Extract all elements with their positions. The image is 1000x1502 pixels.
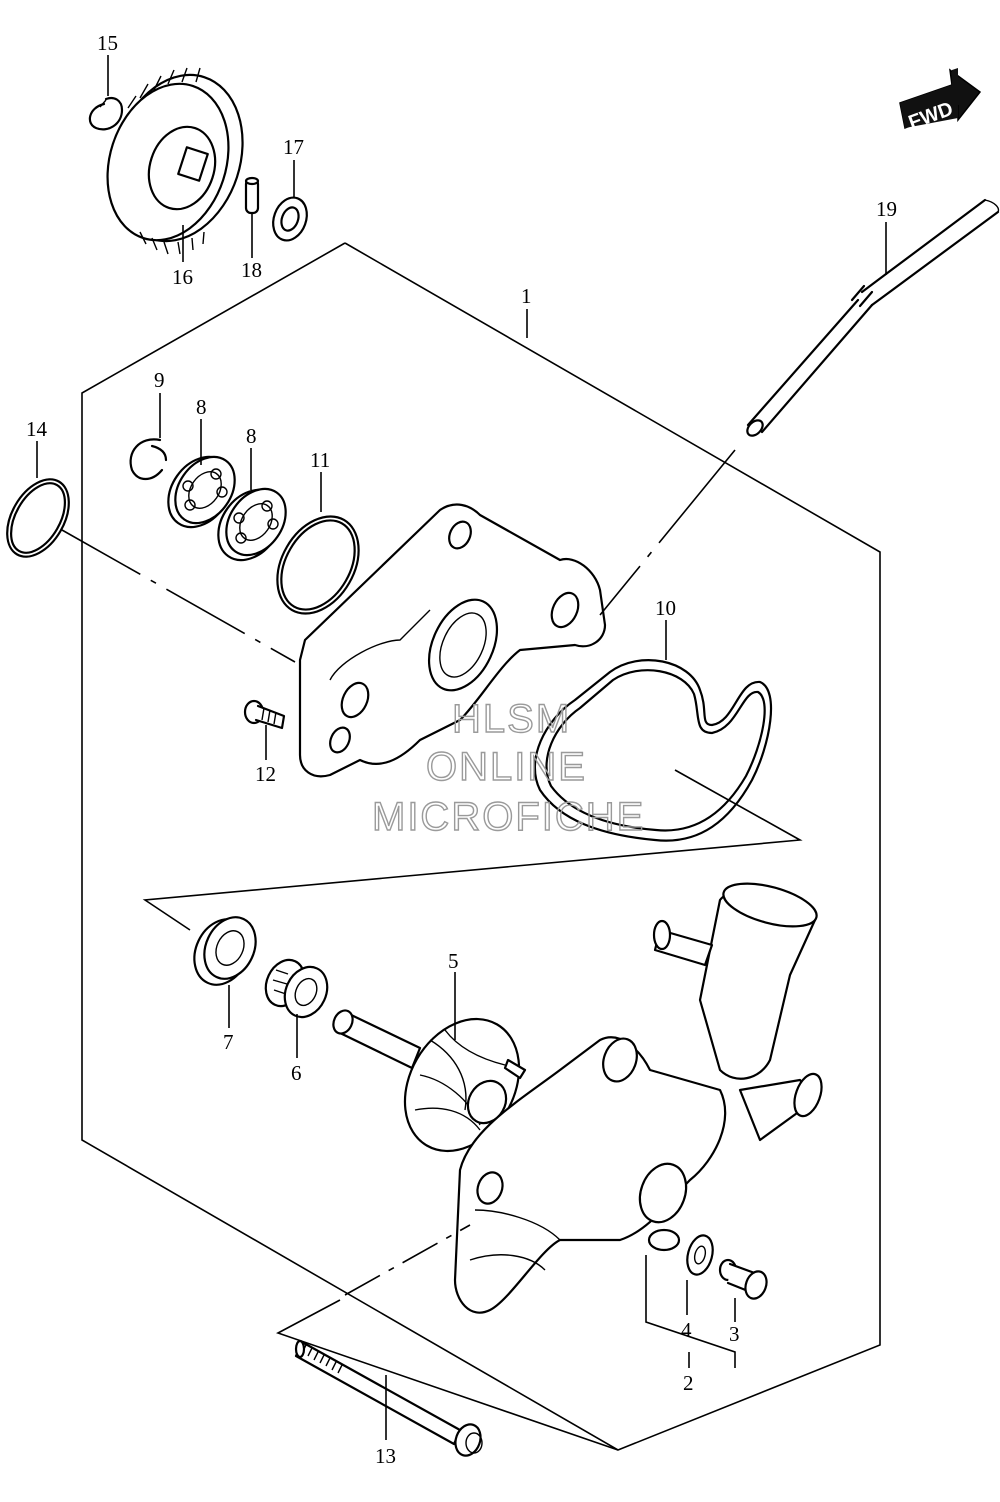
callout-14: 14 bbox=[26, 417, 48, 441]
part-9-circlip bbox=[129, 438, 168, 481]
callout-15: 15 bbox=[97, 31, 118, 55]
callout-7: 7 bbox=[223, 1030, 234, 1054]
part-18-pin bbox=[244, 176, 260, 215]
part-15-circlip bbox=[88, 96, 124, 131]
pump-body bbox=[453, 882, 823, 1314]
callout-8a: 8 bbox=[196, 395, 207, 419]
callout-12: 12 bbox=[255, 762, 276, 786]
watermark-line-3: MICROFICHE bbox=[372, 795, 645, 839]
leader-lines bbox=[36, 55, 887, 1451]
watermark: HLSM ONLINE MICROFICHE bbox=[371, 696, 645, 839]
callout-18: 18 bbox=[241, 258, 262, 282]
callout-5: 5 bbox=[448, 949, 459, 973]
watermark-line-2: ONLINE bbox=[426, 745, 587, 789]
callout-10: 10 bbox=[655, 596, 676, 620]
part-8-bearing-a bbox=[167, 455, 236, 529]
part-12-screw bbox=[243, 699, 286, 730]
callout-4: 4 bbox=[681, 1318, 692, 1342]
part-11-o-ring bbox=[276, 515, 360, 615]
fwd-arrow: FWD bbox=[899, 68, 982, 134]
part-19-hose bbox=[746, 198, 1000, 437]
callout-17: 17 bbox=[283, 135, 304, 159]
part-16-gear bbox=[106, 67, 244, 255]
callout-9: 9 bbox=[154, 368, 165, 392]
part-8-bearing-b bbox=[217, 487, 287, 562]
callout-6: 6 bbox=[291, 1061, 302, 1085]
callout-3: 3 bbox=[729, 1322, 740, 1346]
callout-1: 1 bbox=[521, 284, 532, 308]
callout-2: 2 bbox=[683, 1371, 694, 1395]
part-5-impeller-shaft bbox=[332, 1009, 527, 1153]
callout-labels: 15 16 18 17 1 19 14 9 8 8 11 10 12 5 7 6… bbox=[26, 31, 897, 1468]
part-4-washer bbox=[686, 1234, 714, 1276]
part-13-long-bolt bbox=[294, 1339, 483, 1457]
callout-13: 13 bbox=[375, 1444, 396, 1468]
callout-19: 19 bbox=[876, 197, 897, 221]
callout-11: 11 bbox=[310, 448, 330, 472]
part-6-mechanical-seal bbox=[264, 958, 329, 1019]
part-7-oil-seal bbox=[193, 916, 257, 986]
part-3-bolt bbox=[718, 1258, 768, 1300]
callout-8b: 8 bbox=[246, 424, 257, 448]
pump-cover bbox=[298, 503, 607, 778]
callout-16: 16 bbox=[172, 265, 193, 289]
part-17-washer bbox=[272, 196, 308, 242]
watermark-line-1: HLSM bbox=[452, 697, 571, 741]
part-14-o-ring bbox=[6, 478, 70, 558]
